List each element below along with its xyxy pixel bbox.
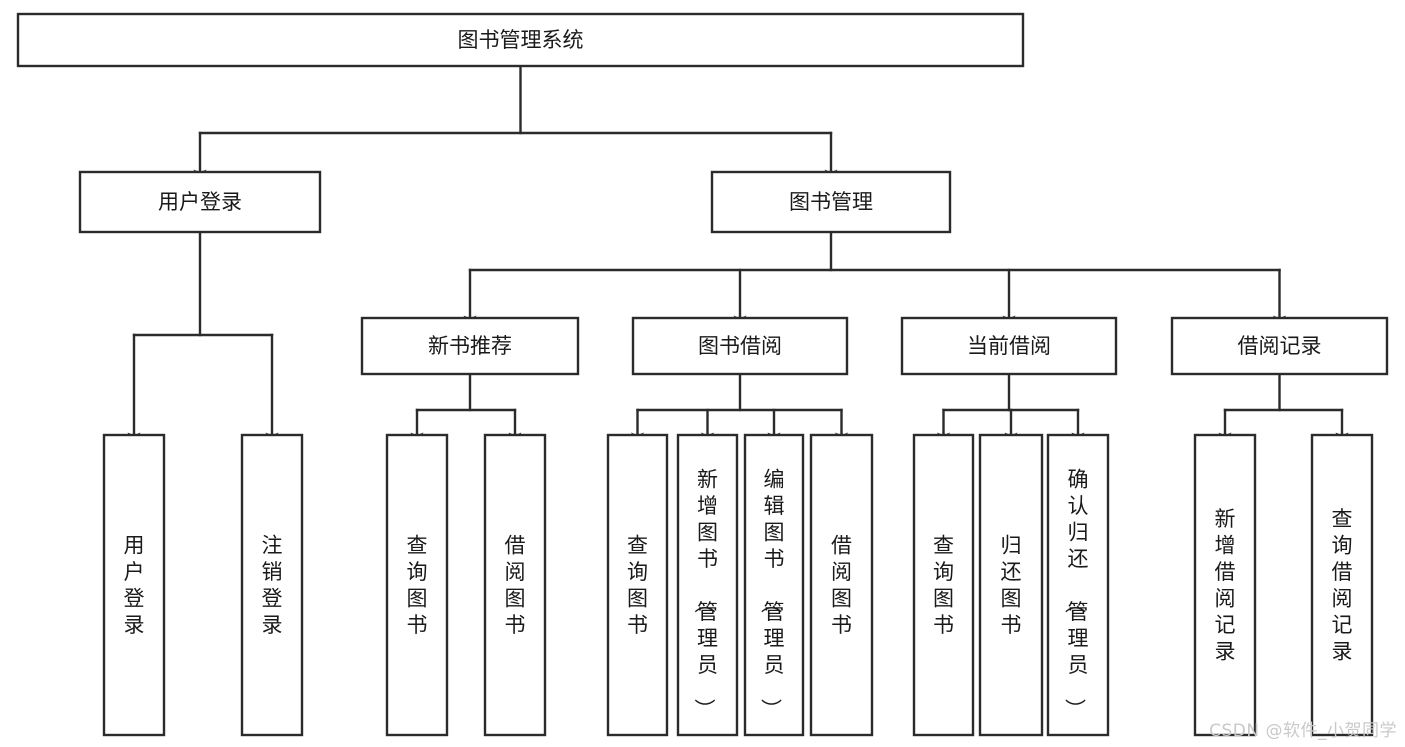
node-leaf-add-record[interactable]: 新增借阅记录 [1193, 433, 1257, 737]
node-leaf-logout-box [240, 433, 304, 737]
node-leaf-add-record-label: 新增借阅记录 [1215, 507, 1236, 664]
node-leaf-query-book-3[interactable]: 查询图书 [912, 433, 975, 737]
node-book-manage[interactable]: 图书管理 [710, 170, 952, 234]
node-leaf-logout-label: 注销登录 [262, 534, 283, 638]
node-root-label: 图书管理系统 [458, 28, 584, 52]
node-leaf-query-record-label: 查询借阅记录 [1332, 507, 1353, 664]
node-leaf-borrow-book-1-box [483, 433, 547, 737]
node-leaf-edit-book[interactable]: 编辑图书（管理员） [743, 433, 805, 737]
node-leaf-add-book[interactable]: 新增图书（管理员） [676, 433, 739, 737]
node-leaf-borrow-book-2[interactable]: 借阅图书 [809, 433, 874, 737]
node-book-borrow[interactable]: 图书借阅 [631, 316, 849, 376]
node-leaf-query-record-box [1310, 433, 1374, 737]
node-user-login[interactable]: 用户登录 [78, 170, 322, 234]
node-leaf-query-book-3-box [912, 433, 975, 737]
node-leaf-return-book[interactable]: 归还图书 [978, 433, 1044, 737]
node-borrow-record[interactable]: 借阅记录 [1170, 316, 1389, 376]
node-leaf-borrow-book-1[interactable]: 借阅图书 [483, 433, 547, 737]
node-leaf-confirm-return-label: 确认归还（管理员） [1063, 467, 1089, 719]
node-leaf-borrow-book-2-label: 借阅图书 [831, 534, 852, 638]
edges-layer [127, 64, 1349, 444]
node-leaf-confirm-return-box [1046, 433, 1110, 737]
node-borrow-record-box [1170, 316, 1389, 376]
node-root-box [16, 12, 1025, 68]
node-leaf-user-login-label: 用户登录 [124, 534, 145, 638]
node-book-borrow-label: 图书借阅 [698, 334, 782, 358]
node-leaf-edit-book-label: 编辑图书（管理员） [759, 467, 785, 719]
node-root[interactable]: 图书管理系统 [16, 12, 1025, 68]
node-leaf-query-book-1-box [385, 433, 449, 737]
node-leaf-edit-book-box [743, 433, 805, 737]
node-leaf-borrow-book-2-box [809, 433, 874, 737]
node-current-borrow[interactable]: 当前借阅 [900, 316, 1118, 376]
node-leaf-user-login-box [102, 433, 166, 737]
node-leaf-add-book-label: 新增图书（管理员） [692, 467, 718, 719]
node-book-manage-label: 图书管理 [789, 190, 873, 214]
node-leaf-return-book-box [978, 433, 1044, 737]
node-user-login-box [78, 170, 322, 234]
node-current-borrow-box [900, 316, 1118, 376]
node-new-book-recommend-box [360, 316, 580, 376]
node-book-manage-box [710, 170, 952, 234]
node-borrow-record-label: 借阅记录 [1238, 334, 1322, 358]
node-leaf-return-book-label: 归还图书 [1001, 534, 1022, 638]
node-leaf-confirm-return[interactable]: 确认归还（管理员） [1046, 433, 1110, 737]
node-leaf-query-book-2-label: 查询图书 [627, 534, 648, 638]
node-leaf-add-record-box [1193, 433, 1257, 737]
node-leaf-query-record[interactable]: 查询借阅记录 [1310, 433, 1374, 737]
node-user-login-label: 用户登录 [158, 190, 242, 214]
node-current-borrow-label: 当前借阅 [967, 334, 1051, 358]
node-new-book-recommend[interactable]: 新书推荐 [360, 316, 580, 376]
node-leaf-query-book-3-label: 查询图书 [933, 534, 954, 638]
node-leaf-query-book-1[interactable]: 查询图书 [385, 433, 449, 737]
node-leaf-query-book-2[interactable]: 查询图书 [606, 433, 669, 737]
nodes-layer: 图书管理系统用户登录图书管理新书推荐图书借阅当前借阅借阅记录用户登录注销登录查询… [16, 12, 1389, 737]
csdn-watermark: CSDN @软件_小贺同学 [1209, 721, 1397, 741]
node-leaf-borrow-book-1-label: 借阅图书 [505, 534, 526, 638]
node-leaf-add-book-box [676, 433, 739, 737]
node-leaf-query-book-2-box [606, 433, 669, 737]
node-leaf-logout[interactable]: 注销登录 [240, 433, 304, 737]
node-new-book-recommend-label: 新书推荐 [428, 334, 512, 358]
node-leaf-query-book-1-label: 查询图书 [407, 534, 428, 638]
node-book-borrow-box [631, 316, 849, 376]
node-leaf-user-login[interactable]: 用户登录 [102, 433, 166, 737]
